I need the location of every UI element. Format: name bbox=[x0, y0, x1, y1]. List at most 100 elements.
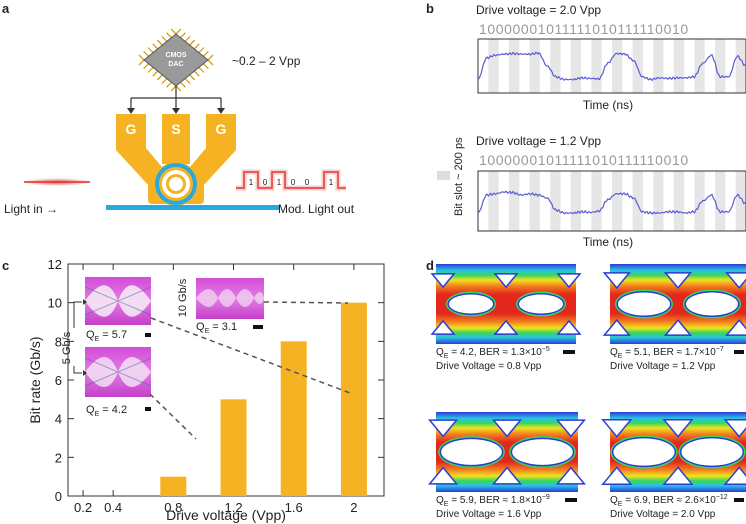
inset-scalebar-c bbox=[253, 325, 263, 329]
dac-wires bbox=[130, 86, 222, 110]
chip-pin bbox=[161, 78, 168, 85]
chip-pin bbox=[156, 74, 163, 81]
chip-pin bbox=[138, 54, 145, 61]
panel-b-letter: b bbox=[426, 1, 434, 16]
eye-crossing-gap bbox=[723, 419, 746, 438]
trace-2-xlabel: Time (ns) bbox=[583, 235, 633, 249]
eye-crossing-gap bbox=[663, 272, 693, 290]
chip-pins bbox=[138, 28, 214, 92]
chip-pin bbox=[198, 66, 205, 73]
chip-pin bbox=[189, 74, 196, 81]
trace-2-plot bbox=[477, 170, 746, 232]
x-tick-label: 0.4 bbox=[104, 500, 122, 515]
bit-slot-swatch bbox=[437, 171, 450, 180]
bit-slot-band bbox=[694, 171, 705, 231]
bit-slot-band bbox=[632, 171, 643, 231]
eye-crossing-gap bbox=[493, 273, 519, 289]
bit-slot-band bbox=[735, 39, 746, 93]
pad-label-g1: G bbox=[126, 121, 137, 137]
pad-label-g2: G bbox=[216, 121, 227, 137]
bit-slot-band bbox=[715, 171, 726, 231]
chip-pin bbox=[170, 28, 177, 35]
out-bit-2: 1 bbox=[277, 178, 282, 187]
eye-crossing-gap bbox=[427, 466, 459, 485]
eye-crossing-gap bbox=[725, 272, 746, 290]
bit-slot-band bbox=[529, 171, 540, 231]
trace-frame bbox=[477, 170, 746, 232]
eye-2-drive: Drive Voltage = 1.2 Vpp bbox=[610, 361, 716, 372]
trace-line bbox=[477, 190, 746, 216]
inset-connectors bbox=[149, 301, 351, 440]
chip-pin bbox=[152, 43, 159, 50]
bit-slot-band bbox=[591, 39, 602, 93]
bit-slot-band bbox=[570, 171, 582, 231]
eye-crossing-gap bbox=[602, 272, 631, 290]
chart-xlabel: Drive voltage (Vpp) bbox=[166, 507, 286, 523]
inset-eye-5gbps-b bbox=[84, 347, 152, 397]
pad-label-s: S bbox=[171, 121, 180, 137]
eye-1-stats: QE = 4.2, BER ≈ 1.3×10−5 bbox=[436, 346, 550, 360]
eye-crossing-gap bbox=[662, 466, 694, 485]
eye-opening bbox=[685, 292, 739, 316]
eye-diagram bbox=[430, 264, 582, 344]
eye-crossing-gap bbox=[491, 466, 523, 485]
chip-pin bbox=[180, 81, 187, 88]
bit-slot-band bbox=[673, 39, 685, 93]
trace-1-plot bbox=[477, 38, 746, 94]
chip-pin bbox=[156, 39, 163, 46]
x-tick-label: 0.2 bbox=[74, 500, 92, 515]
eye-4-drive: Drive Voltage = 2.0 Vpp bbox=[610, 509, 716, 520]
out-bit-0: 1 bbox=[249, 178, 254, 187]
eye-crossing-gap bbox=[602, 318, 631, 336]
eye-1-drive: Drive Voltage = 0.8 Vpp bbox=[436, 361, 542, 372]
trace-frame bbox=[477, 38, 746, 94]
chip-pin bbox=[184, 35, 191, 42]
chip-pin bbox=[184, 78, 191, 85]
chip-pin bbox=[193, 43, 200, 50]
eye-crossing-gap bbox=[601, 466, 633, 485]
chip-pin bbox=[152, 70, 159, 77]
dac-chip: CMOS DAC bbox=[138, 28, 214, 92]
panel-b: b Bit slot ~ 200 ps Drive voltage = 2.0 … bbox=[426, 1, 746, 249]
bar bbox=[220, 399, 247, 496]
x-tick-label: 1.6 bbox=[285, 500, 303, 515]
bit-slot-band bbox=[529, 39, 540, 93]
trace-1-bits: 10000001011111010111110010 bbox=[479, 21, 689, 37]
bar bbox=[280, 341, 307, 496]
chip-pin bbox=[207, 54, 214, 61]
bit-slot-band bbox=[508, 39, 520, 93]
bit-slot-label: Bit slot ~ 200 ps bbox=[453, 137, 465, 216]
trace-2-title: Drive voltage = 1.2 Vpp bbox=[476, 134, 601, 148]
y-tick-label: 4 bbox=[55, 412, 62, 427]
y-tick-label: 2 bbox=[55, 450, 62, 465]
bit-slot-band bbox=[570, 39, 582, 93]
eye-diagram bbox=[601, 412, 746, 492]
drive-range-label: ~0.2 – 2 Vpp bbox=[232, 54, 301, 68]
out-bit-3: 0 bbox=[291, 178, 296, 187]
chip-pin bbox=[202, 50, 209, 57]
eye-opening bbox=[441, 439, 502, 465]
chip-label-line2: DAC bbox=[168, 61, 183, 68]
y-tick-label: 12 bbox=[48, 257, 62, 272]
y-tick-label: 0 bbox=[55, 489, 62, 504]
x-tick-label: 2 bbox=[350, 500, 357, 515]
chip-pin bbox=[143, 63, 150, 70]
eye-crossing-gap bbox=[663, 318, 693, 336]
x-tick-label: 1.2 bbox=[224, 500, 242, 515]
output-bit-waveform: 1 0 1 0 0 1 bbox=[236, 169, 346, 191]
bit-slot-band bbox=[612, 171, 623, 231]
light-out-label: Mod. Light out bbox=[278, 202, 355, 216]
bit-slot-band bbox=[550, 39, 561, 93]
eye-3-scalebar bbox=[565, 498, 577, 502]
panel-d: d QE = 4.2, BER ≈ 1.3×10−5 Drive Voltage… bbox=[426, 258, 746, 520]
chip-pin bbox=[147, 66, 154, 73]
eye-crossing-gap bbox=[556, 319, 582, 335]
y-tick-label: 8 bbox=[55, 334, 62, 349]
y-tick-label: 6 bbox=[55, 373, 62, 388]
eye-diagram bbox=[427, 412, 587, 492]
y-tick-label: 10 bbox=[48, 296, 62, 311]
chip-pin bbox=[147, 47, 154, 54]
eye-crossing-gap bbox=[493, 319, 519, 335]
